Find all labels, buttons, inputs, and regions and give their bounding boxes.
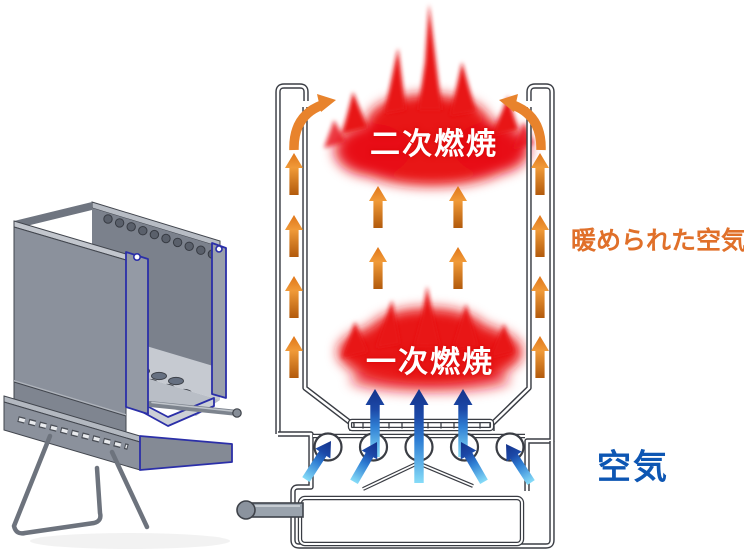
- secondary-combustion-label: 二次燃焼: [370, 128, 498, 161]
- left-back-rim: [14, 202, 92, 229]
- cut-right-wall-curl: [215, 245, 223, 253]
- interior-floor: [126, 340, 220, 400]
- cut-front-wall-curl: [133, 253, 142, 262]
- up-arrow-icon: [531, 215, 549, 257]
- up-arrow-icon: [369, 247, 387, 289]
- wire-leg-front: [11, 433, 103, 536]
- up-arrow-icon: [285, 276, 303, 318]
- rising-gas-arrows: [369, 186, 467, 289]
- cut-right-wall: [211, 242, 227, 399]
- up-arrow-icon: [531, 336, 549, 378]
- secondary-flame: [324, 4, 534, 186]
- up-arrow-icon: [369, 186, 387, 228]
- heated-air-curved-arrows: [289, 94, 546, 151]
- up-arrow-icon: [285, 215, 303, 257]
- up-arrow-icon: [531, 153, 549, 195]
- secondary-air-holes: [103, 214, 218, 259]
- ash-tray: [300, 498, 522, 544]
- up-arrow-icon: [449, 186, 467, 228]
- air-label: 空気: [597, 448, 669, 487]
- handle-rod-highlight: [151, 401, 237, 413]
- wire-leg-rear: [109, 449, 150, 530]
- model-shadow: [30, 533, 230, 549]
- curved-arrow-icon: [511, 100, 546, 151]
- heated-air-label: 暖められた空気: [571, 227, 744, 255]
- up-arrow-icon: [285, 336, 303, 378]
- curved-arrow-head: [499, 94, 518, 112]
- skirt-slot-row: [18, 417, 128, 449]
- tray-handle-pipe: [236, 500, 304, 520]
- primary-combustion-label: 一次燃焼: [366, 346, 494, 379]
- primary-flame: [338, 286, 522, 392]
- stove-3d-model: [3, 201, 242, 549]
- up-arrow-icon: [285, 153, 303, 195]
- handle-rod-cap: [232, 408, 242, 418]
- skirt-right: [139, 435, 233, 471]
- curved-arrow-icon: [289, 100, 324, 151]
- curved-arrow-head: [317, 94, 336, 112]
- handle-rod-3d: [147, 401, 241, 416]
- up-arrow-icon: [449, 247, 467, 289]
- up-arrow-icon: [531, 276, 549, 318]
- stove-cross-section: [236, 4, 552, 546]
- cut-front-wall: [125, 251, 149, 415]
